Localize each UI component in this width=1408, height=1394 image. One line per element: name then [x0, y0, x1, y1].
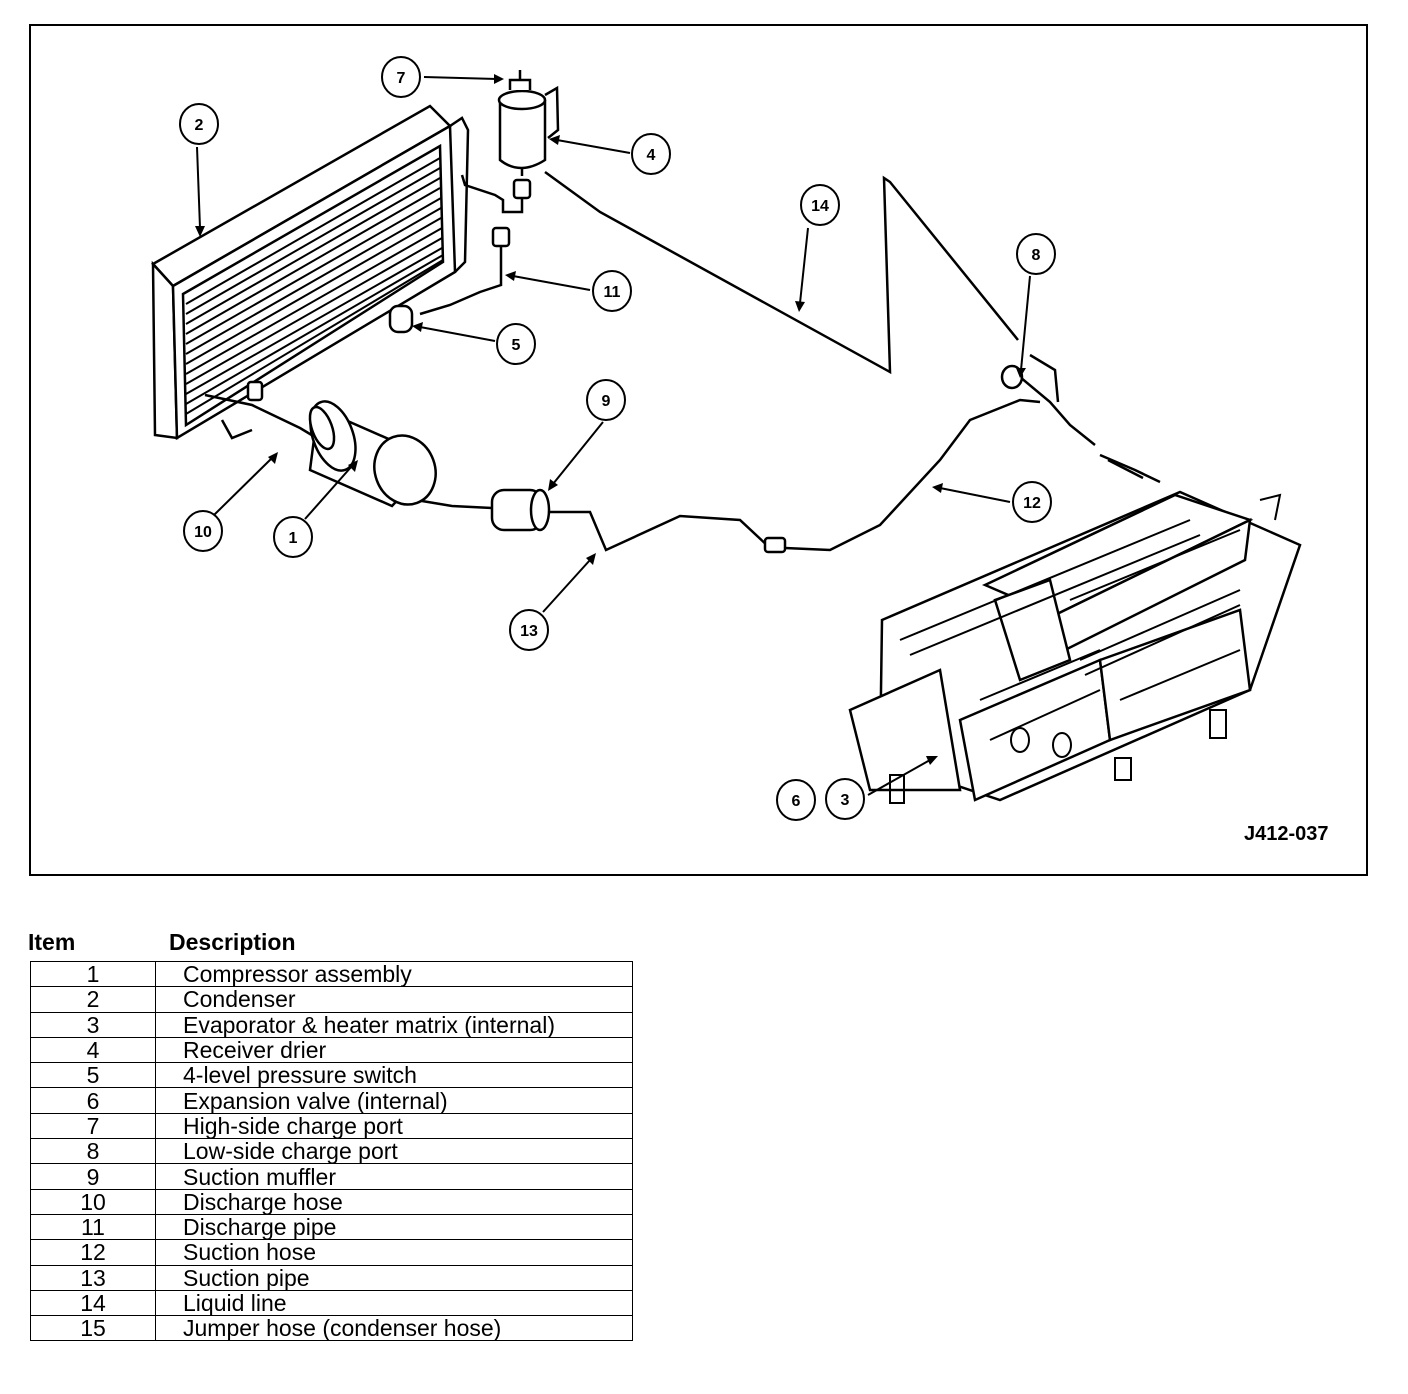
legend-item-number: 2	[30, 986, 156, 1013]
legend-item-description: Discharge hose	[155, 1188, 633, 1215]
legend-item-number: 10	[30, 1188, 156, 1215]
legend-item-number: 5	[30, 1062, 156, 1089]
hvac-unit	[848, 490, 1302, 804]
callout-label: 12	[1023, 495, 1041, 512]
callout-3: 3	[825, 778, 865, 820]
callout-9: 9	[586, 379, 626, 421]
condenser	[151, 104, 470, 441]
legend-item-number: 7	[30, 1112, 156, 1140]
legend-item-number: 11	[30, 1213, 156, 1241]
figure-id: J412-037	[1244, 823, 1329, 845]
callout-1: 1	[273, 516, 313, 558]
callout-14: 14	[800, 184, 840, 226]
receiver-drier	[497, 70, 560, 200]
legend-item-number: 4	[30, 1036, 156, 1064]
legend-item-description: High-side charge port	[155, 1112, 633, 1140]
callout-2: 2	[179, 103, 219, 145]
legend-item-number: 9	[30, 1163, 156, 1190]
callout-4: 4	[631, 133, 671, 175]
suction-muffler	[490, 488, 551, 532]
callout-label: 13	[520, 623, 538, 640]
legend-item-description: Compressor assembly	[155, 960, 633, 988]
legend-header-item: Item	[28, 929, 76, 955]
legend-item-number: 13	[30, 1264, 156, 1291]
legend-item-description: Suction pipe	[155, 1264, 633, 1291]
callout-label: 10	[194, 524, 212, 541]
callout-label: 5	[512, 337, 521, 354]
callout-label: 7	[397, 70, 406, 87]
callout-6: 6	[776, 779, 816, 821]
callout-label: 11	[604, 284, 621, 301]
legend-item-number: 6	[30, 1087, 156, 1114]
callout-label: 2	[195, 117, 204, 134]
legend-item-description: Suction muffler	[155, 1163, 633, 1190]
callout-12: 12	[1012, 481, 1052, 523]
callout-label: 3	[841, 792, 850, 809]
callout-11: 11	[592, 270, 632, 312]
legend-item-description: Jumper hose (condenser hose)	[155, 1315, 633, 1342]
low-side-charge-port	[1000, 364, 1024, 390]
callout-8: 8	[1016, 233, 1056, 275]
legend-item-description: Discharge pipe	[155, 1213, 633, 1241]
callout-label: 14	[811, 198, 829, 215]
legend-item-number: 8	[30, 1138, 156, 1165]
legend-header-description: Description	[169, 929, 296, 955]
legend-item-description: Liquid line	[155, 1289, 633, 1317]
legend-item-description: Suction hose	[155, 1239, 633, 1266]
legend-item-number: 12	[30, 1239, 156, 1266]
legend-item-number: 14	[30, 1289, 156, 1317]
legend-item-description: Low-side charge port	[155, 1138, 633, 1165]
figure-frame	[29, 24, 1368, 876]
pipes	[204, 168, 1161, 554]
callout-label: 6	[792, 793, 801, 810]
callout-label: 4	[647, 147, 656, 164]
callout-label: 1	[289, 530, 298, 547]
callout-label: 8	[1032, 247, 1041, 264]
compressor	[308, 400, 437, 508]
legend-item-description: Condenser	[155, 986, 633, 1013]
ac-system-diagram: 2 7 4 14 8 11 5 9 12 10 1 13	[29, 24, 1368, 876]
legend-item-number: 3	[30, 1011, 156, 1038]
callout-10: 10	[183, 510, 223, 552]
legend-item-number: 15	[30, 1315, 156, 1342]
callout-7: 7	[381, 56, 421, 98]
callout-label: 9	[602, 393, 611, 410]
callout-5: 5	[496, 323, 536, 365]
leader-lines	[195, 74, 1031, 796]
callout-13: 13	[509, 609, 549, 651]
legend-item-description: Evaporator & heater matrix (internal)	[155, 1011, 633, 1038]
legend-item-description: Expansion valve (internal)	[155, 1087, 633, 1114]
legend-item-description: Receiver drier	[155, 1036, 633, 1064]
pressure-switch	[388, 304, 414, 334]
legend-header: Item Description	[28, 929, 648, 961]
legend-item-description: 4-level pressure switch	[155, 1062, 633, 1089]
legend-item-number: 1	[30, 960, 156, 988]
